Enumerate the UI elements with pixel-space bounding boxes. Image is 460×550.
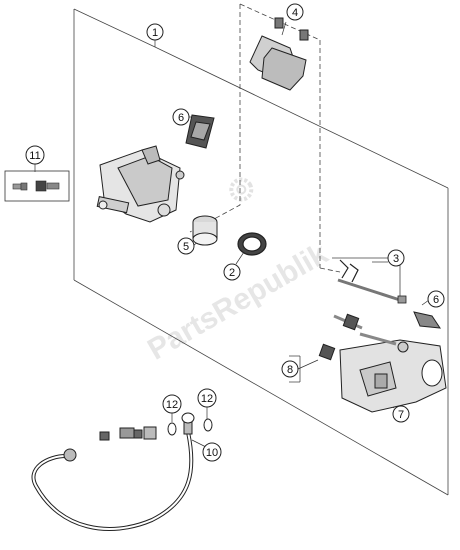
svg-text:6: 6 [178,112,184,124]
svg-text:5: 5 [183,241,189,253]
callout-3: 3 [387,249,405,267]
pad-spring-part [185,114,215,149]
callout-2: 2 [223,263,241,281]
pin-set-part [337,259,407,304]
callout-12-left: 12 [162,394,182,414]
callout-8: 8 [281,360,299,378]
guide-pins-part [318,313,363,361]
callout-12-right: 12 [197,388,217,408]
callout-6-lower: 6 [427,290,445,308]
piston-part [192,215,218,246]
svg-text:1: 1 [152,27,158,39]
callout-6-upper: 6 [172,108,190,126]
callout-10: 10 [202,442,222,462]
watermark-text: PartsRepublik [142,237,333,367]
callout-1: 1 [146,23,164,41]
retaining-clip-part [413,311,442,329]
callout-11: 11 [25,145,45,165]
svg-text:7: 7 [398,409,404,421]
svg-text:12: 12 [166,399,178,411]
svg-text:6: 6 [433,294,439,306]
callout-7: 7 [392,405,410,423]
svg-text:3: 3 [393,253,399,265]
svg-text:4: 4 [292,7,298,19]
svg-text:12: 12 [201,393,213,405]
caliper-bracket-part [339,332,447,413]
callout-4: 4 [286,3,304,21]
svg-text:8: 8 [287,364,293,376]
svg-text:10: 10 [206,447,218,459]
banjo-bolt-part [99,418,213,441]
seal-ring-part [237,232,267,256]
brake-hose-part [31,412,195,531]
bleed-valve-kit-box [4,170,70,202]
svg-text:2: 2 [229,267,235,279]
caliper-housing-part [96,145,185,223]
brake-pads-part [249,17,309,91]
watermark-gear-icon [229,177,254,202]
bleed-screw-icon [12,182,28,191]
svg-text:11: 11 [29,150,40,162]
callout-5: 5 [177,237,195,255]
bleed-cap-icon [35,180,60,192]
callouts: 1 2 3 4 5 6 6 7 8 10 11 12 12 [25,3,445,462]
